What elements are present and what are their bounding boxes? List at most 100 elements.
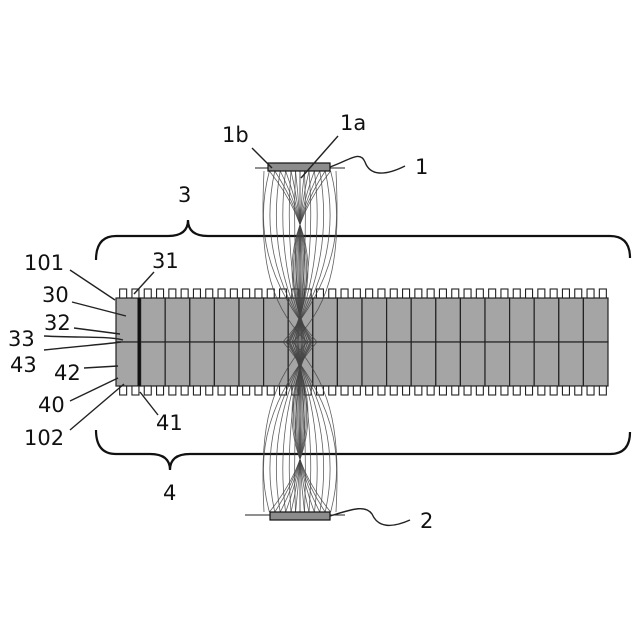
tooth-bottom [353, 386, 360, 395]
lower-block [190, 342, 215, 386]
upper-block [239, 298, 264, 342]
upper-block [411, 298, 436, 342]
lower-block [165, 342, 190, 386]
tooth-bottom [538, 386, 545, 395]
tooth-bottom [526, 386, 533, 395]
upper-block [534, 298, 559, 342]
plate-2 [270, 512, 330, 520]
lower-block [534, 342, 559, 386]
tooth-bottom [489, 386, 496, 395]
label-40: 40 [38, 393, 65, 417]
tooth-bottom [206, 386, 213, 395]
tooth-top [599, 289, 606, 298]
tooth-top [415, 289, 422, 298]
tooth-bottom [464, 386, 471, 395]
upper-block [141, 298, 166, 342]
tooth-top [353, 289, 360, 298]
tooth-bottom [255, 386, 262, 395]
tooth-top [439, 289, 446, 298]
tooth-bottom [575, 386, 582, 395]
lower-block [239, 342, 264, 386]
upper-block [387, 298, 412, 342]
upper-block [436, 298, 461, 342]
label-31: 31 [152, 249, 179, 273]
tooth-bottom [157, 386, 164, 395]
tooth-top [144, 289, 151, 298]
tooth-bottom [243, 386, 250, 395]
tooth-top [550, 289, 557, 298]
leader-101 [70, 270, 115, 300]
tooth-bottom [562, 386, 569, 395]
tooth-bottom [427, 386, 434, 395]
tooth-bottom [181, 386, 188, 395]
tooth-bottom [132, 386, 139, 395]
upper-block [362, 298, 387, 342]
tooth-bottom [169, 386, 176, 395]
tooth-top [169, 289, 176, 298]
label-3: 3 [178, 183, 191, 207]
leader-102 [70, 384, 124, 430]
label-1a: 1a [340, 111, 366, 135]
label-32: 32 [44, 311, 71, 335]
tooth-bottom [390, 386, 397, 395]
tooth-bottom [144, 386, 151, 395]
lower-block [411, 342, 436, 386]
upper-block [313, 298, 338, 342]
tooth-top [255, 289, 262, 298]
upper-block [460, 298, 485, 342]
block-array [116, 298, 608, 386]
label-102: 102 [24, 426, 64, 450]
plate-1 [268, 163, 330, 171]
lower-block [264, 342, 289, 386]
label-33: 33 [8, 327, 35, 351]
lower-block [116, 342, 141, 386]
brace-bottom-4 [96, 430, 630, 470]
leader-1 [330, 156, 405, 173]
tooth-top [501, 289, 508, 298]
lower-block [583, 342, 608, 386]
tooth-bottom [378, 386, 385, 395]
upper-block [264, 298, 289, 342]
label-2: 2 [420, 509, 433, 533]
lower-block [362, 342, 387, 386]
leader-1b [252, 148, 272, 168]
lower-block [510, 342, 535, 386]
tooth-bottom [193, 386, 200, 395]
tooth-top [427, 289, 434, 298]
tooth-top [329, 289, 336, 298]
tooth-bottom [587, 386, 594, 395]
tooth-top [267, 289, 274, 298]
leader-42 [84, 366, 118, 368]
upper-block [214, 298, 239, 342]
tooth-top [366, 289, 373, 298]
tooth-bottom [501, 386, 508, 395]
tooth-top [452, 289, 459, 298]
tooth-bottom [550, 386, 557, 395]
tooth-top [587, 289, 594, 298]
upper-block [510, 298, 535, 342]
label-1: 1 [415, 155, 428, 179]
tooth-top [157, 289, 164, 298]
tooth-bottom [476, 386, 483, 395]
upper-block [559, 298, 584, 342]
lower-block [313, 342, 338, 386]
tooth-top [378, 289, 385, 298]
label-43: 43 [10, 353, 37, 377]
tooth-bottom [329, 386, 336, 395]
tooth-bottom [230, 386, 237, 395]
tooth-bottom [513, 386, 520, 395]
tooth-top [206, 289, 213, 298]
upper-block [165, 298, 190, 342]
tooth-bottom [403, 386, 410, 395]
tooth-top [316, 289, 323, 298]
tooth-top [464, 289, 471, 298]
upper-block [116, 298, 141, 342]
leader-33 [44, 336, 123, 340]
tooth-bottom [415, 386, 422, 395]
tooth-bottom [452, 386, 459, 395]
upper-block [485, 298, 510, 342]
tooth-top [230, 289, 237, 298]
tooth-bottom [599, 386, 606, 395]
tooth-top [403, 289, 410, 298]
tooth-bottom [366, 386, 373, 395]
